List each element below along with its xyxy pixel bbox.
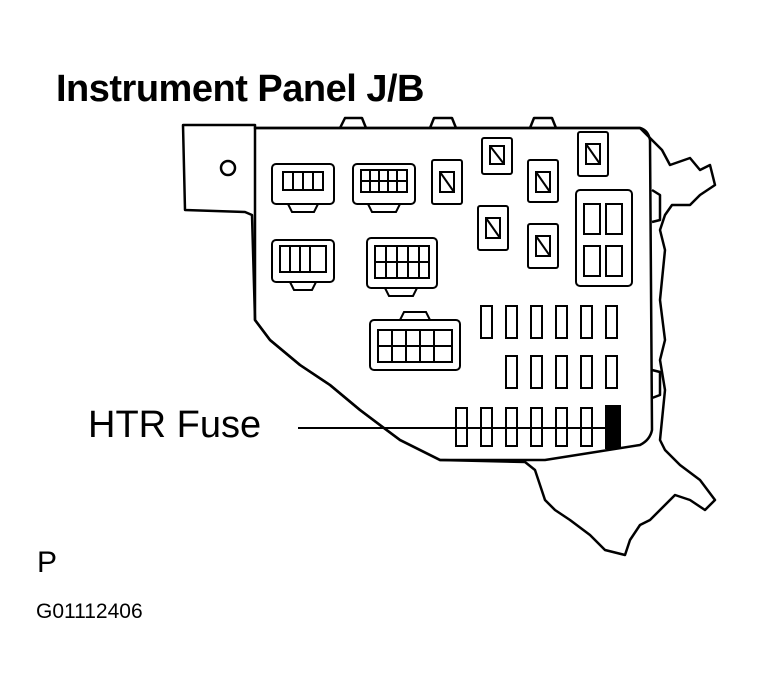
fuse: [580, 355, 593, 389]
junction-block-body: [253, 126, 654, 462]
relay-holder: [575, 189, 633, 287]
fuse: [505, 305, 518, 339]
fuse: [555, 305, 568, 339]
htr-fuse-highlighted: [605, 405, 621, 449]
fuse-grid: [455, 305, 618, 447]
connector-3: [271, 239, 335, 283]
fuse: [555, 355, 568, 389]
relay-group: [431, 131, 633, 287]
htr-fuse-callout-label: HTR Fuse: [88, 404, 262, 446]
fuse: [605, 355, 618, 389]
connector-4: [366, 237, 438, 289]
relay-3: [527, 159, 559, 203]
side-rib: [651, 188, 662, 224]
fuse: [580, 305, 593, 339]
relay-6: [527, 223, 559, 269]
view-letter: P: [37, 546, 58, 579]
relay-1: [431, 159, 463, 205]
diagram-title: Instrument Panel J/B: [56, 68, 424, 110]
fuse: [480, 305, 493, 339]
fuse: [505, 355, 518, 389]
relay-5: [477, 205, 509, 251]
connector-2: [352, 163, 416, 205]
mounting-hole: [219, 159, 237, 177]
dash-panel-outline: [181, 123, 717, 557]
fuse: [530, 305, 543, 339]
figure-id: G01112406: [36, 600, 143, 623]
side-rib: [651, 368, 662, 400]
fuse: [605, 305, 618, 339]
mounting-tab: [428, 116, 458, 129]
connector-5: [369, 319, 461, 371]
connector-group: [271, 163, 461, 371]
relay-4: [577, 131, 609, 177]
fuse: [530, 355, 543, 389]
mounting-tab: [528, 116, 558, 129]
relay-2: [481, 137, 513, 175]
connector-1: [271, 163, 335, 205]
mounting-tab: [338, 116, 368, 129]
